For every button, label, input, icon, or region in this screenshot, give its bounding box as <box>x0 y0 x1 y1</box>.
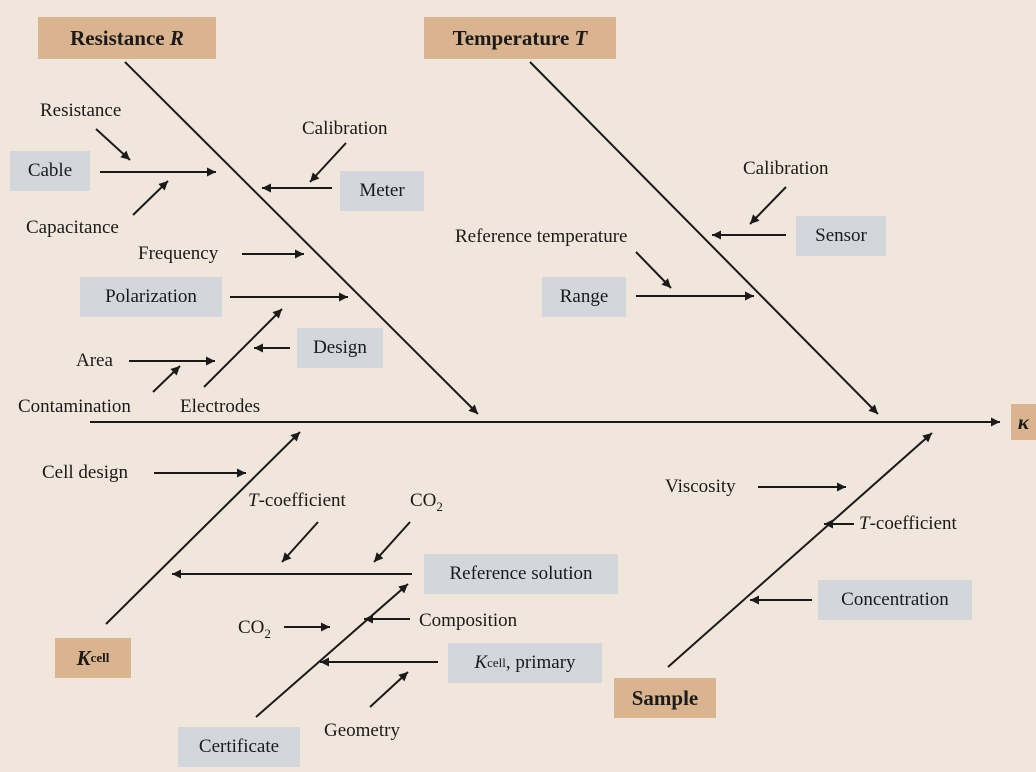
arrow-capacitance <box>132 180 169 216</box>
arrow-contamination <box>152 365 181 393</box>
box-reference-solution: Reference solution <box>424 554 618 594</box>
label-co2-ref-sub: 2 <box>436 498 443 514</box>
category-temperature-text: Temperature <box>452 25 570 50</box>
label-t-coefficient-sample-symbol: T <box>859 513 870 534</box>
box-range: Range <box>542 277 626 317</box>
label-contamination: Contamination <box>18 396 131 417</box>
box-certificate: Certificate <box>178 727 300 767</box>
bone-resistance <box>124 61 479 415</box>
category-sample-text: Sample <box>631 685 699 710</box>
arrow-t-coefficient-ref <box>281 521 319 563</box>
box-concentration: Concentration <box>818 580 972 620</box>
box-design: Design <box>297 328 383 368</box>
label-co2-ref-text: CO <box>410 490 437 511</box>
arrow-geometry <box>369 671 409 708</box>
label-capacitance: Capacitance <box>26 217 119 238</box>
arrow-reference-temperature <box>635 251 672 289</box>
label-co2-ref: CO2 <box>410 490 443 514</box>
bone-certificate <box>255 583 409 718</box>
label-calibration-meter: Calibration <box>302 118 388 139</box>
category-resistance-symbol: R <box>169 25 184 50</box>
category-sample: Sample <box>614 678 716 718</box>
label-t-coefficient-sample: T-coefficient <box>859 513 957 535</box>
label-viscosity: Viscosity <box>665 476 736 497</box>
bone-temperature <box>529 61 879 415</box>
category-kcell-symbol: K <box>76 645 91 670</box>
arrow-electrodes <box>203 308 283 388</box>
category-temperature: Temperature T <box>424 17 616 59</box>
label-t-coefficient-ref-rest: -coefficient <box>258 490 346 511</box>
label-t-coefficient-ref-symbol: T <box>248 490 259 511</box>
bone-kcell <box>105 431 301 625</box>
arrow-calibration-sensor <box>749 186 787 225</box>
box-meter: Meter <box>340 171 424 211</box>
arrow-resistance <box>95 128 131 161</box>
box-polarization: Polarization <box>80 277 222 317</box>
label-area: Area <box>76 350 113 371</box>
label-co2-cert-text: CO <box>238 617 265 638</box>
label-geometry: Geometry <box>324 720 400 741</box>
label-frequency: Frequency <box>138 243 219 264</box>
box-sensor: Sensor <box>796 216 886 256</box>
box-kcell-primary-symbol: K <box>474 652 488 673</box>
category-resistance: Resistance R <box>38 17 216 59</box>
effect-kappa-symbol: κ <box>1017 409 1030 434</box>
label-co2-cert: CO2 <box>238 617 271 641</box>
label-co2-cert-sub: 2 <box>264 625 271 641</box>
label-resistance: Resistance <box>40 100 122 121</box>
category-resistance-text: Resistance <box>70 25 165 50</box>
box-kcell-primary-rest: , primary <box>505 652 576 673</box>
label-calibration-sensor: Calibration <box>743 158 829 179</box>
effect-kappa: κ <box>1011 404 1036 440</box>
bone-sample <box>667 432 933 668</box>
label-reference-temperature: Reference temperature <box>455 226 628 247</box>
label-t-coefficient-sample-rest: -coefficient <box>869 513 957 534</box>
box-cable: Cable <box>10 151 90 191</box>
label-composition: Composition <box>419 610 518 631</box>
category-temperature-symbol: T <box>574 25 588 50</box>
label-electrodes: Electrodes <box>180 396 261 417</box>
arrow-calibration-meter <box>309 142 347 183</box>
label-t-coefficient-ref: T-coefficient <box>248 490 346 512</box>
label-cell-design: Cell design <box>42 462 129 483</box>
arrow-co2-ref <box>373 521 411 563</box>
